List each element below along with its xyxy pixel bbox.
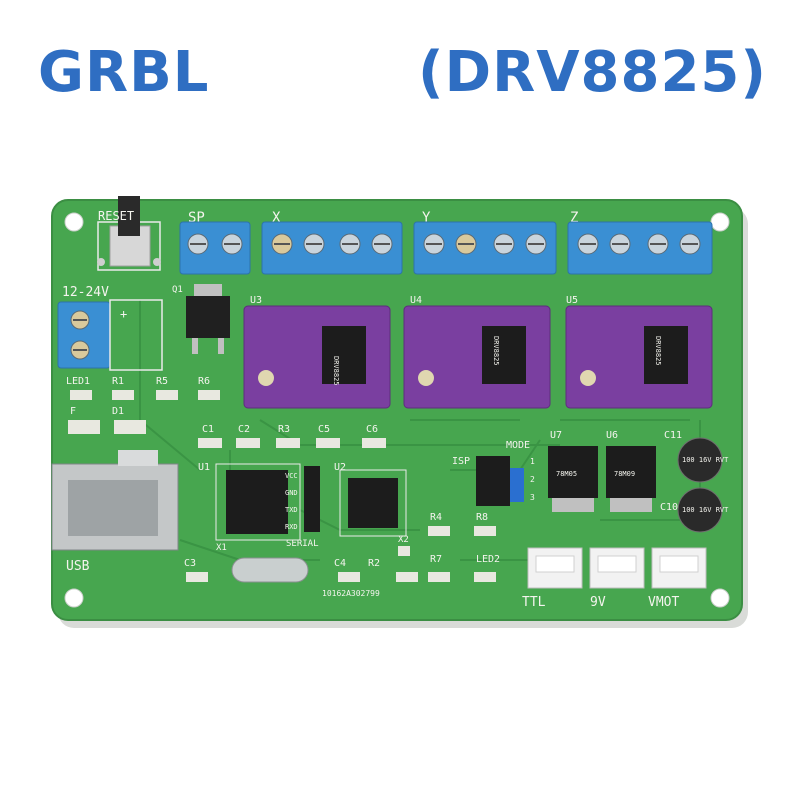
label-u4: U4 — [410, 295, 422, 306]
terminal-power — [57, 299, 163, 371]
label-u5: U5 — [566, 295, 578, 306]
label-reset: RESET — [98, 209, 134, 223]
driver-u4-chip: DRV8825 — [492, 336, 500, 366]
capacitor-c10 — [677, 487, 723, 533]
label-r3: R3 — [278, 424, 290, 435]
label-gnd: GND — [285, 489, 298, 497]
label-9v: 9V — [590, 595, 606, 610]
label-f: F — [70, 406, 76, 417]
label-r7: R7 — [430, 554, 442, 565]
label-vmot: VMOT — [648, 595, 679, 610]
label-r1: R1 — [112, 376, 124, 387]
label-r8: R8 — [476, 512, 488, 523]
label-r2: R2 — [368, 558, 380, 569]
terminal-z — [567, 221, 713, 275]
cap-labels-row: C1 C2 R3 C5 C6 — [202, 424, 378, 435]
regulator-u6-text: 78M09 — [614, 470, 635, 478]
terminal-x — [261, 221, 403, 275]
label-serial: SERIAL — [286, 539, 319, 549]
terminal-y — [413, 221, 557, 275]
terminal-sp — [179, 221, 251, 275]
label-j1: 1 — [530, 457, 535, 466]
capacitor-c10-text: 100 16V RVT — [682, 506, 729, 514]
smd-parts-right — [428, 526, 496, 582]
label-x1: X1 — [216, 543, 227, 553]
connector-9v — [589, 547, 645, 589]
smd-parts-left — [68, 390, 220, 434]
reset-button — [97, 196, 161, 271]
label-isp: ISP — [452, 456, 470, 467]
chip-u1 — [215, 463, 301, 541]
label-c3: C3 — [184, 558, 196, 569]
crystal-x1 — [231, 557, 309, 583]
label-c2: C2 — [238, 424, 250, 435]
regulator-u6 — [606, 446, 656, 512]
label-j3: 3 — [530, 493, 535, 502]
label-x: X — [272, 210, 281, 226]
label-u3: U3 — [250, 295, 262, 306]
label-vcc: VCC — [285, 472, 298, 480]
label-rxd: RXD — [285, 523, 298, 531]
mosfet-q1 — [186, 284, 230, 354]
serial-number: 10162A302799 — [322, 589, 380, 598]
label-r5: R5 — [156, 376, 168, 387]
label-c6: C6 — [366, 424, 378, 435]
title-drv8825: (DRV8825) — [418, 40, 767, 105]
label-txd: TXD — [285, 506, 298, 514]
label-ttl: TTL — [522, 595, 546, 610]
label-q1: Q1 — [172, 285, 183, 295]
mounting-holes — [64, 212, 730, 608]
label-c10: C10 — [660, 502, 678, 513]
connector-vmot — [651, 547, 707, 589]
title-grbl: GRBL — [38, 40, 210, 105]
capacitor-c11 — [677, 437, 723, 483]
label-c4: C4 — [334, 558, 346, 569]
smd-parts-bottom — [186, 546, 418, 582]
isp-header — [476, 456, 524, 506]
driver-u5: DRV8825 — [565, 305, 713, 409]
label-power: 12-24V — [62, 285, 109, 300]
label-led2: LED2 — [476, 554, 500, 565]
label-j2: 2 — [530, 475, 535, 484]
serial-header — [304, 466, 320, 532]
label-usb: USB — [66, 559, 90, 574]
label-u2: U2 — [334, 462, 346, 473]
mcu-u2 — [339, 469, 407, 537]
label-u1: U1 — [198, 462, 210, 473]
capacitor-c11-text: 100 16V RVT — [682, 456, 729, 464]
regulator-u7-text: 78M05 — [556, 470, 577, 478]
driver-u3: DRV8825 — [243, 305, 391, 409]
connector-ttl — [527, 547, 583, 589]
label-c5: C5 — [318, 424, 330, 435]
label-u7: U7 — [550, 430, 562, 441]
label-mode: MODE — [506, 440, 530, 451]
smd-parts-row — [198, 438, 386, 448]
label-d1: D1 — [112, 406, 124, 417]
label-r6: R6 — [198, 376, 210, 387]
label-y: Y — [422, 210, 431, 226]
regulator-u7 — [548, 446, 598, 512]
label-z: Z — [570, 210, 578, 226]
label-plus: + — [120, 307, 127, 321]
label-c1: C1 — [202, 424, 214, 435]
label-u6: U6 — [606, 430, 618, 441]
usb-connector — [51, 450, 179, 551]
label-r4: R4 — [430, 512, 442, 523]
driver-u5-chip: DRV8825 — [654, 336, 662, 366]
label-c11: C11 — [664, 430, 682, 441]
label-led1: LED1 — [66, 376, 90, 387]
label-x2: X2 — [398, 535, 409, 545]
driver-u3-chip: DRV8825 — [332, 356, 340, 386]
driver-u4: DRV8825 — [403, 305, 551, 409]
